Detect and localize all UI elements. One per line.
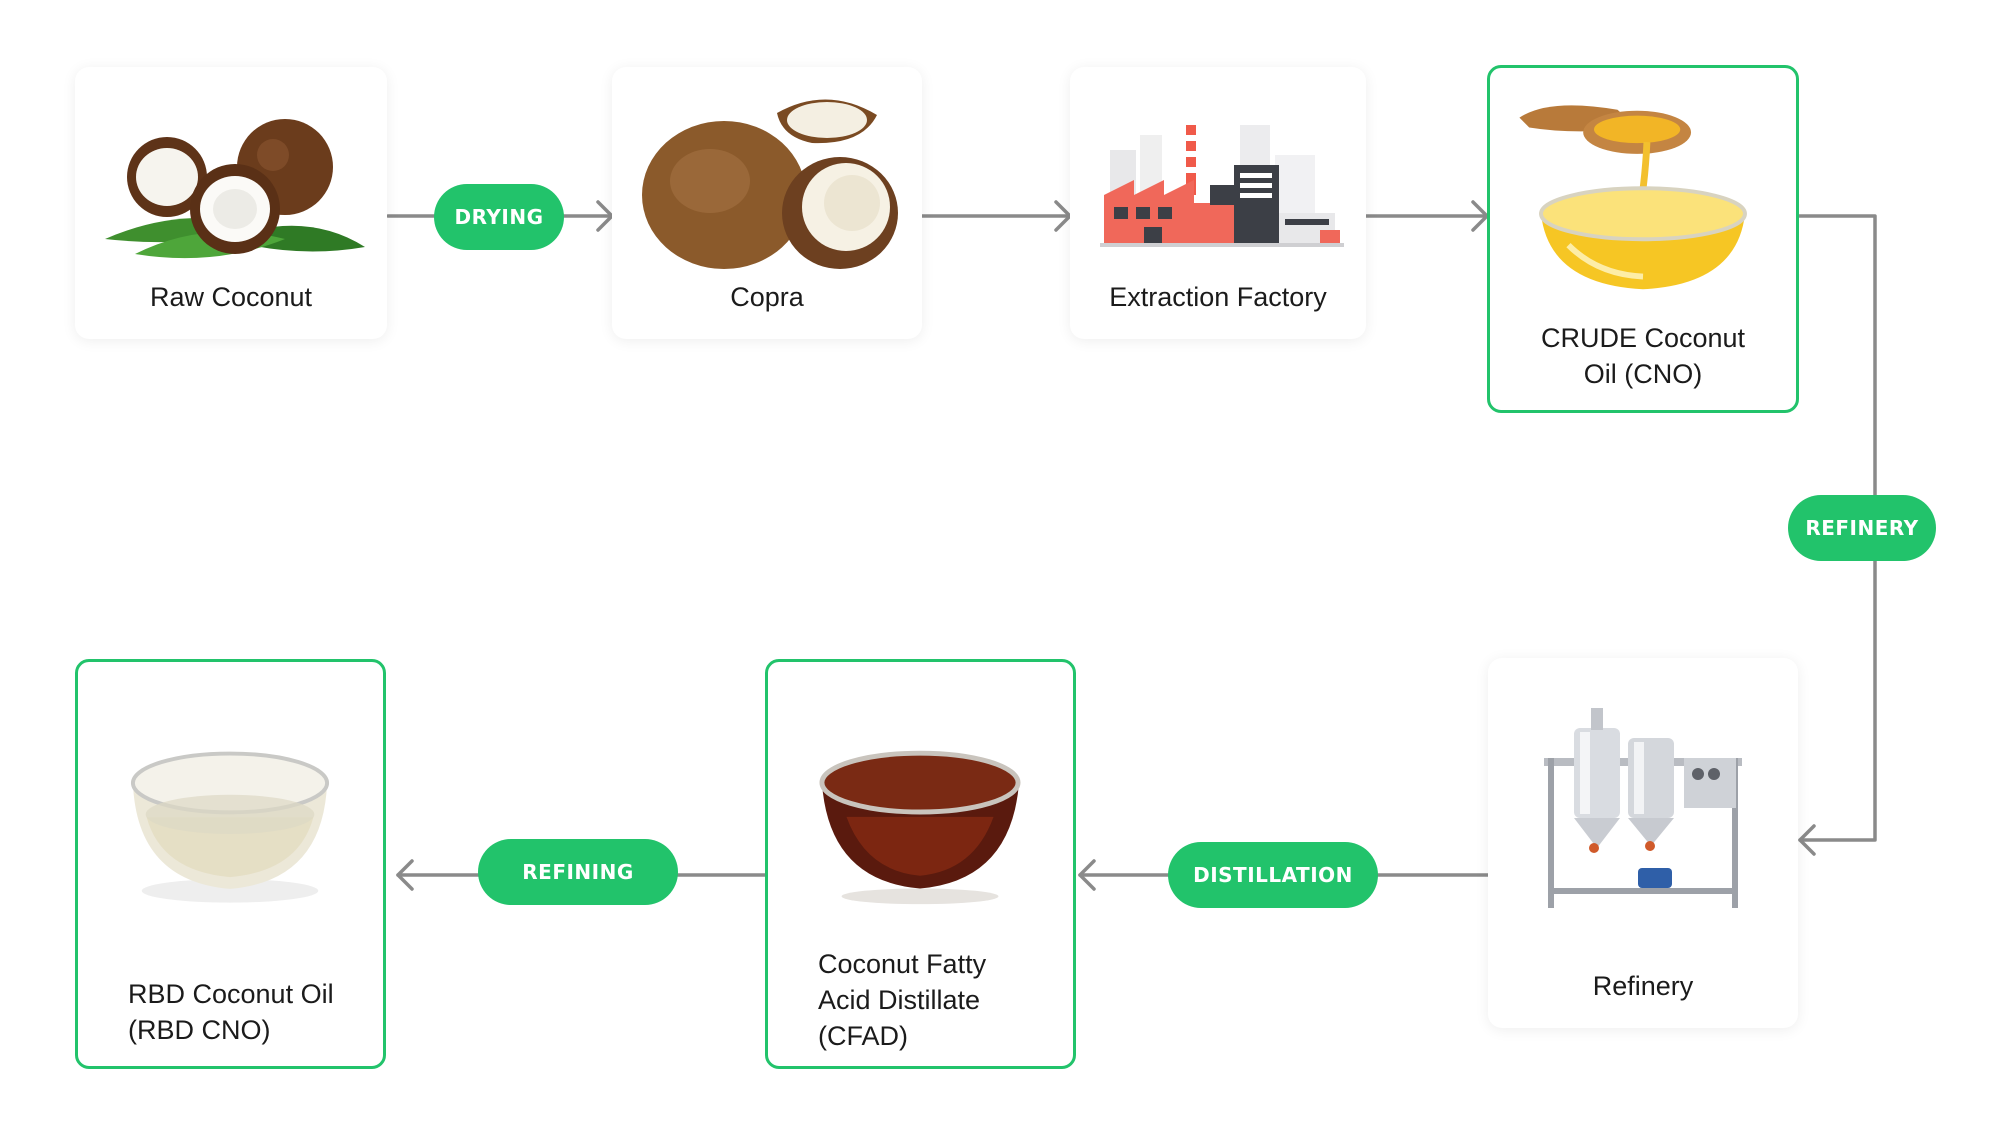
label-line-2: Acid Distillate [818, 985, 981, 1015]
node-label: CRUDE Coconut Oil (CNO) [1490, 320, 1796, 392]
label-line-3: (CFAD) [818, 1021, 908, 1051]
node-label: RBD Coconut Oil (RBD CNO) [78, 976, 383, 1048]
oil-spoon-bowl-icon [1519, 105, 1747, 290]
node-rbd-coconut-oil: RBD Coconut Oil (RBD CNO) [75, 659, 386, 1069]
copra-icon [642, 99, 898, 269]
arrowhead-cfad [1078, 859, 1096, 891]
clear-oil-bowl-icon [130, 751, 330, 903]
node-copra: Copra [612, 67, 922, 339]
node-raw-coconut: Raw Coconut [75, 67, 387, 339]
node-crude-coconut-oil: CRUDE Coconut Oil (CNO) [1487, 65, 1799, 413]
node-label: Raw Coconut [149, 282, 313, 312]
arrowhead-rbd [396, 859, 414, 891]
node-label: Extraction Factory [1109, 282, 1327, 312]
label-line-2: Oil (CNO) [1583, 359, 1703, 389]
step-distillation-pill: DISTILLATION [1168, 842, 1378, 908]
node-refinery: Refinery [1488, 658, 1798, 1028]
label-line-1: Coconut Fatty [818, 949, 987, 979]
node-label: Copra [730, 282, 804, 312]
arrowhead-refinery [1798, 824, 1816, 856]
dark-oil-bowl-icon [819, 750, 1021, 905]
step-refinery-pill: REFINERY [1788, 495, 1936, 561]
step-drying-pill: DRYING [434, 184, 564, 250]
refinery-machine-icon [1544, 708, 1742, 908]
node-label: Coconut Fatty Acid Distillate (CFAD) [768, 946, 1073, 1054]
node-extraction-factory: Extraction Factory [1070, 67, 1366, 339]
label-line-1: RBD Coconut Oil [128, 979, 334, 1009]
label-line-2: (RBD CNO) [128, 1015, 271, 1045]
node-label: Refinery [1592, 971, 1694, 1001]
coconut-icon [105, 119, 365, 259]
factory-icon [1100, 125, 1344, 247]
node-cfad: Coconut Fatty Acid Distillate (CFAD) [765, 659, 1076, 1069]
step-refining-pill: REFINING [478, 839, 678, 905]
label-line-1: CRUDE Coconut [1540, 323, 1746, 353]
